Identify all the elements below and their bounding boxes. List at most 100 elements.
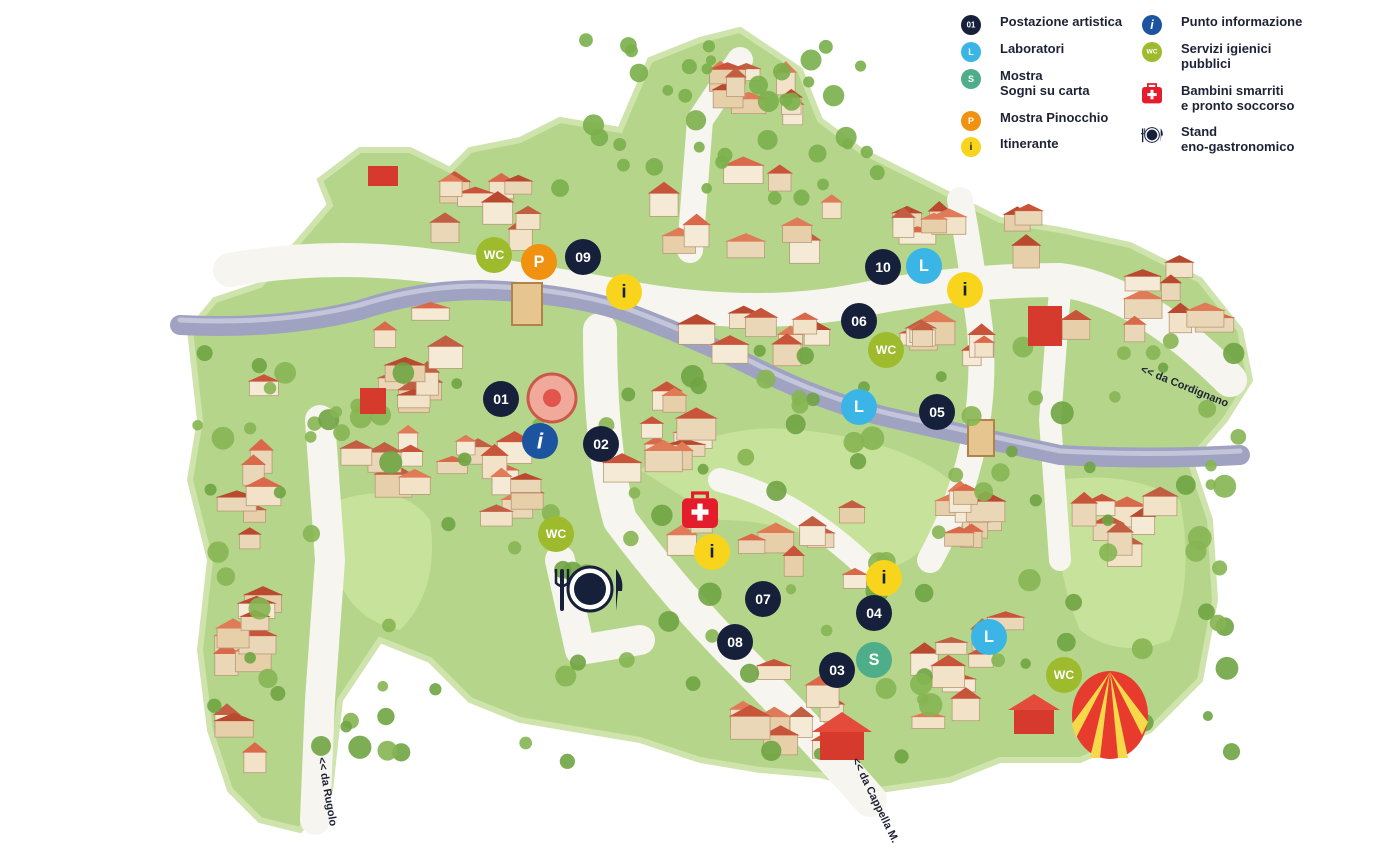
tree (1005, 445, 1018, 458)
tree (894, 749, 909, 764)
tree (766, 480, 787, 502)
map-marker-navy[interactable]: 10 (865, 249, 901, 285)
marker-label: 08 (727, 634, 743, 650)
map-marker-food[interactable] (554, 565, 623, 613)
map-marker-olive[interactable]: WC (476, 237, 512, 273)
house (837, 500, 867, 524)
tree (685, 110, 707, 131)
tree (307, 416, 322, 431)
map-marker-olive[interactable]: WC (868, 332, 904, 368)
map-marker-navy[interactable]: 08 (717, 624, 753, 660)
map-marker-orange[interactable]: P (521, 244, 557, 280)
tree (1222, 743, 1241, 761)
tree (793, 189, 810, 206)
map-marker-navy[interactable]: 07 (745, 581, 781, 617)
tree (935, 371, 947, 383)
marker-label: i (1150, 18, 1154, 32)
house (771, 333, 803, 367)
tree (685, 676, 701, 692)
tree (555, 665, 577, 687)
tree (508, 541, 522, 555)
tree (629, 63, 649, 83)
legend-symbol-icon: S (961, 69, 981, 89)
tree (1185, 540, 1207, 562)
legend-symbol-icon: WC (1142, 42, 1162, 62)
tree (1215, 656, 1239, 680)
house (1163, 255, 1195, 278)
tree (248, 597, 271, 620)
house (480, 191, 515, 225)
tree (645, 158, 664, 176)
tree (1205, 459, 1217, 472)
house (426, 335, 465, 369)
tree (1223, 342, 1245, 365)
legend-label-line: Postazione artistica (1000, 14, 1123, 29)
tree (785, 414, 806, 435)
map-marker-teal[interactable]: S (856, 642, 892, 678)
legend-label: Punto informazione (1181, 14, 1302, 29)
tree (705, 55, 716, 66)
tree (701, 63, 713, 75)
tree (196, 345, 213, 362)
house (797, 515, 828, 546)
map-marker-navy[interactable]: 05 (919, 394, 955, 430)
map-marker-yellow[interactable]: i (694, 534, 730, 570)
map-marker-navy[interactable]: 04 (856, 595, 892, 631)
tree (756, 369, 776, 389)
marker-label: 02 (593, 436, 609, 452)
marker-label: P (968, 116, 974, 126)
marker-label: 03 (829, 662, 845, 678)
house (1060, 309, 1092, 340)
tree (621, 387, 636, 402)
map-marker-olive[interactable]: WC (1046, 657, 1082, 693)
marker-label: i (881, 568, 886, 589)
map-marker-navy[interactable]: 06 (841, 303, 877, 339)
bridge (511, 282, 543, 326)
house (820, 194, 844, 219)
tree (519, 736, 533, 750)
tree (1109, 391, 1121, 403)
legend-label-line: eno-gastronomico (1181, 139, 1295, 154)
plate-icon (1141, 127, 1163, 143)
legend-label: Postazione artistica (1000, 14, 1122, 29)
map-marker-info[interactable]: i (522, 423, 558, 459)
map-marker-navy[interactable]: 09 (565, 239, 601, 275)
map-marker-light-blue[interactable]: L (906, 248, 942, 284)
tree (1213, 474, 1237, 498)
map-marker-light-blue[interactable]: L (841, 389, 877, 425)
map-marker-yellow[interactable]: i (866, 560, 902, 596)
map-marker-navy[interactable]: 01 (483, 381, 519, 417)
map-marker-olive[interactable]: WC (538, 516, 574, 552)
house (743, 307, 779, 338)
tree (392, 362, 415, 384)
tree (782, 92, 801, 111)
map-marker-yellow[interactable]: i (947, 272, 983, 308)
marker-label: 06 (851, 313, 867, 329)
tree (739, 663, 760, 683)
house (676, 314, 717, 345)
tree (429, 683, 442, 696)
map-marker-navy[interactable]: 02 (583, 426, 619, 462)
legend-symbol-icon: i (1142, 15, 1162, 35)
tree (1202, 711, 1213, 722)
marker-label: i (970, 141, 973, 153)
house (397, 468, 433, 495)
marker-label: L (919, 257, 929, 275)
house (514, 205, 542, 230)
house (728, 704, 773, 740)
map-marker-light-blue[interactable]: L (971, 619, 1007, 655)
legend-label-line: pubblici (1181, 56, 1231, 71)
tree (1084, 461, 1096, 474)
legend-label: Mostra Pinocchio (1000, 110, 1108, 125)
map-marker-firstaid[interactable] (682, 491, 718, 528)
map-marker-yellow[interactable]: i (606, 274, 642, 310)
house (338, 440, 374, 466)
tree (244, 422, 257, 435)
map-marker-navy[interactable]: 03 (819, 652, 855, 688)
legend-label-line: Punto informazione (1181, 14, 1303, 29)
tree (258, 668, 278, 689)
